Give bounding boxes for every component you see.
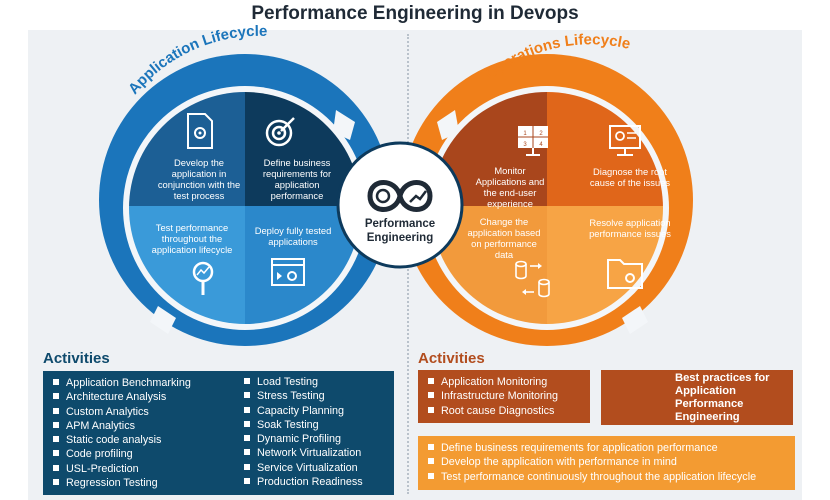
list-item: Test performance continuously throughout… [428, 470, 756, 484]
activities-left-col2: Load Testing Stress Testing Capacity Pla… [244, 375, 363, 489]
list-item: Soak Testing [244, 418, 363, 432]
quadrant-text-monitor: Monitor Applications and the end-user ex… [475, 165, 545, 209]
page-title: Performance Engineering in Devops [251, 3, 579, 24]
quadrant-text-define: Define business requirements for applica… [262, 157, 332, 201]
monitor-grid-icon: 1 2 3 4 [518, 126, 548, 156]
list-item: Production Readiness [244, 475, 363, 489]
list-item: Develop the application with performance… [428, 455, 756, 469]
best-practices-list: Define business requirements for applica… [428, 441, 756, 484]
activities-right-heading: Activities [418, 350, 485, 367]
folder-gear-icon [607, 259, 643, 289]
best-practices-title-line: Performance [675, 398, 744, 410]
quadrant-text-test: Test performance throughout the applicat… [151, 222, 233, 255]
list-item: Root cause Diagnostics [428, 404, 558, 418]
database-sync-icon [515, 260, 550, 298]
list-item: Static code analysis [53, 433, 191, 447]
quadrant-text-change: Change the application based on performa… [467, 216, 541, 260]
quadrant-text-develop: Develop the application in conjunction w… [157, 157, 241, 201]
magnifier-chart-icon [192, 261, 214, 295]
list-item: Application Monitoring [428, 375, 558, 389]
best-practices-title-line: Engineering [675, 411, 740, 423]
list-item: Dynamic Profiling [244, 432, 363, 446]
activities-right-box: Application Monitoring Infrastructure Mo… [418, 370, 590, 423]
activities-left-box: Application Benchmarking Architecture An… [43, 371, 394, 495]
monitor-grid-cell: 3 [523, 142, 527, 148]
gear-icon [375, 188, 391, 204]
list-item: Capacity Planning [244, 404, 363, 418]
best-practices-title-box [601, 370, 793, 425]
list-item: Load Testing [244, 375, 363, 389]
list-item: Code profiling [53, 447, 191, 461]
list-item: Architecture Analysis [53, 390, 191, 404]
list-item: Custom Analytics [53, 405, 191, 419]
list-item: Regression Testing [53, 476, 191, 490]
browser-gear-icon [271, 258, 305, 286]
list-item: Application Benchmarking [53, 376, 191, 390]
best-practices-list-box: Define business requirements for applica… [418, 436, 795, 490]
list-item: APM Analytics [53, 419, 191, 433]
document-gear-icon [187, 113, 213, 149]
performance-engineering-hub: Performance Engineering [336, 141, 464, 269]
monitor-grid-cell: 2 [539, 131, 543, 137]
list-item: Stress Testing [244, 389, 363, 403]
quadrant-text-deploy: Deploy fully tested applications [254, 225, 332, 247]
monitor-grid-cell: 4 [539, 142, 543, 148]
report-magnifier-icon [609, 125, 641, 156]
monitor-grid-cell: 1 [523, 131, 527, 137]
activities-left-col1: Application Benchmarking Architecture An… [53, 376, 191, 490]
activities-right-list: Application Monitoring Infrastructure Mo… [428, 375, 558, 418]
list-item: Network Virtualization [244, 446, 363, 460]
quadrant-text-resolve: Resolve application performance issues [589, 217, 671, 239]
list-item: Define business requirements for applica… [428, 441, 756, 455]
best-practices-title-line: Application [675, 385, 736, 397]
trend-chart-icon [409, 190, 427, 203]
list-item: Infrastructure Monitoring [428, 389, 558, 403]
list-item: Service Virtualization [244, 461, 363, 475]
hub-label-line1: Performance [365, 218, 435, 230]
target-icon [265, 117, 295, 147]
list-item: USL-Prediction [53, 462, 191, 476]
quadrant-text-diagnose: Diagnose the root cause of the issues [589, 166, 671, 188]
activities-left-heading: Activities [43, 350, 110, 367]
hub-label-line2: Engineering [367, 232, 433, 244]
best-practices-title: Best practices for Application Performan… [675, 372, 770, 424]
best-practices-title-line: Best practices for [675, 372, 770, 384]
